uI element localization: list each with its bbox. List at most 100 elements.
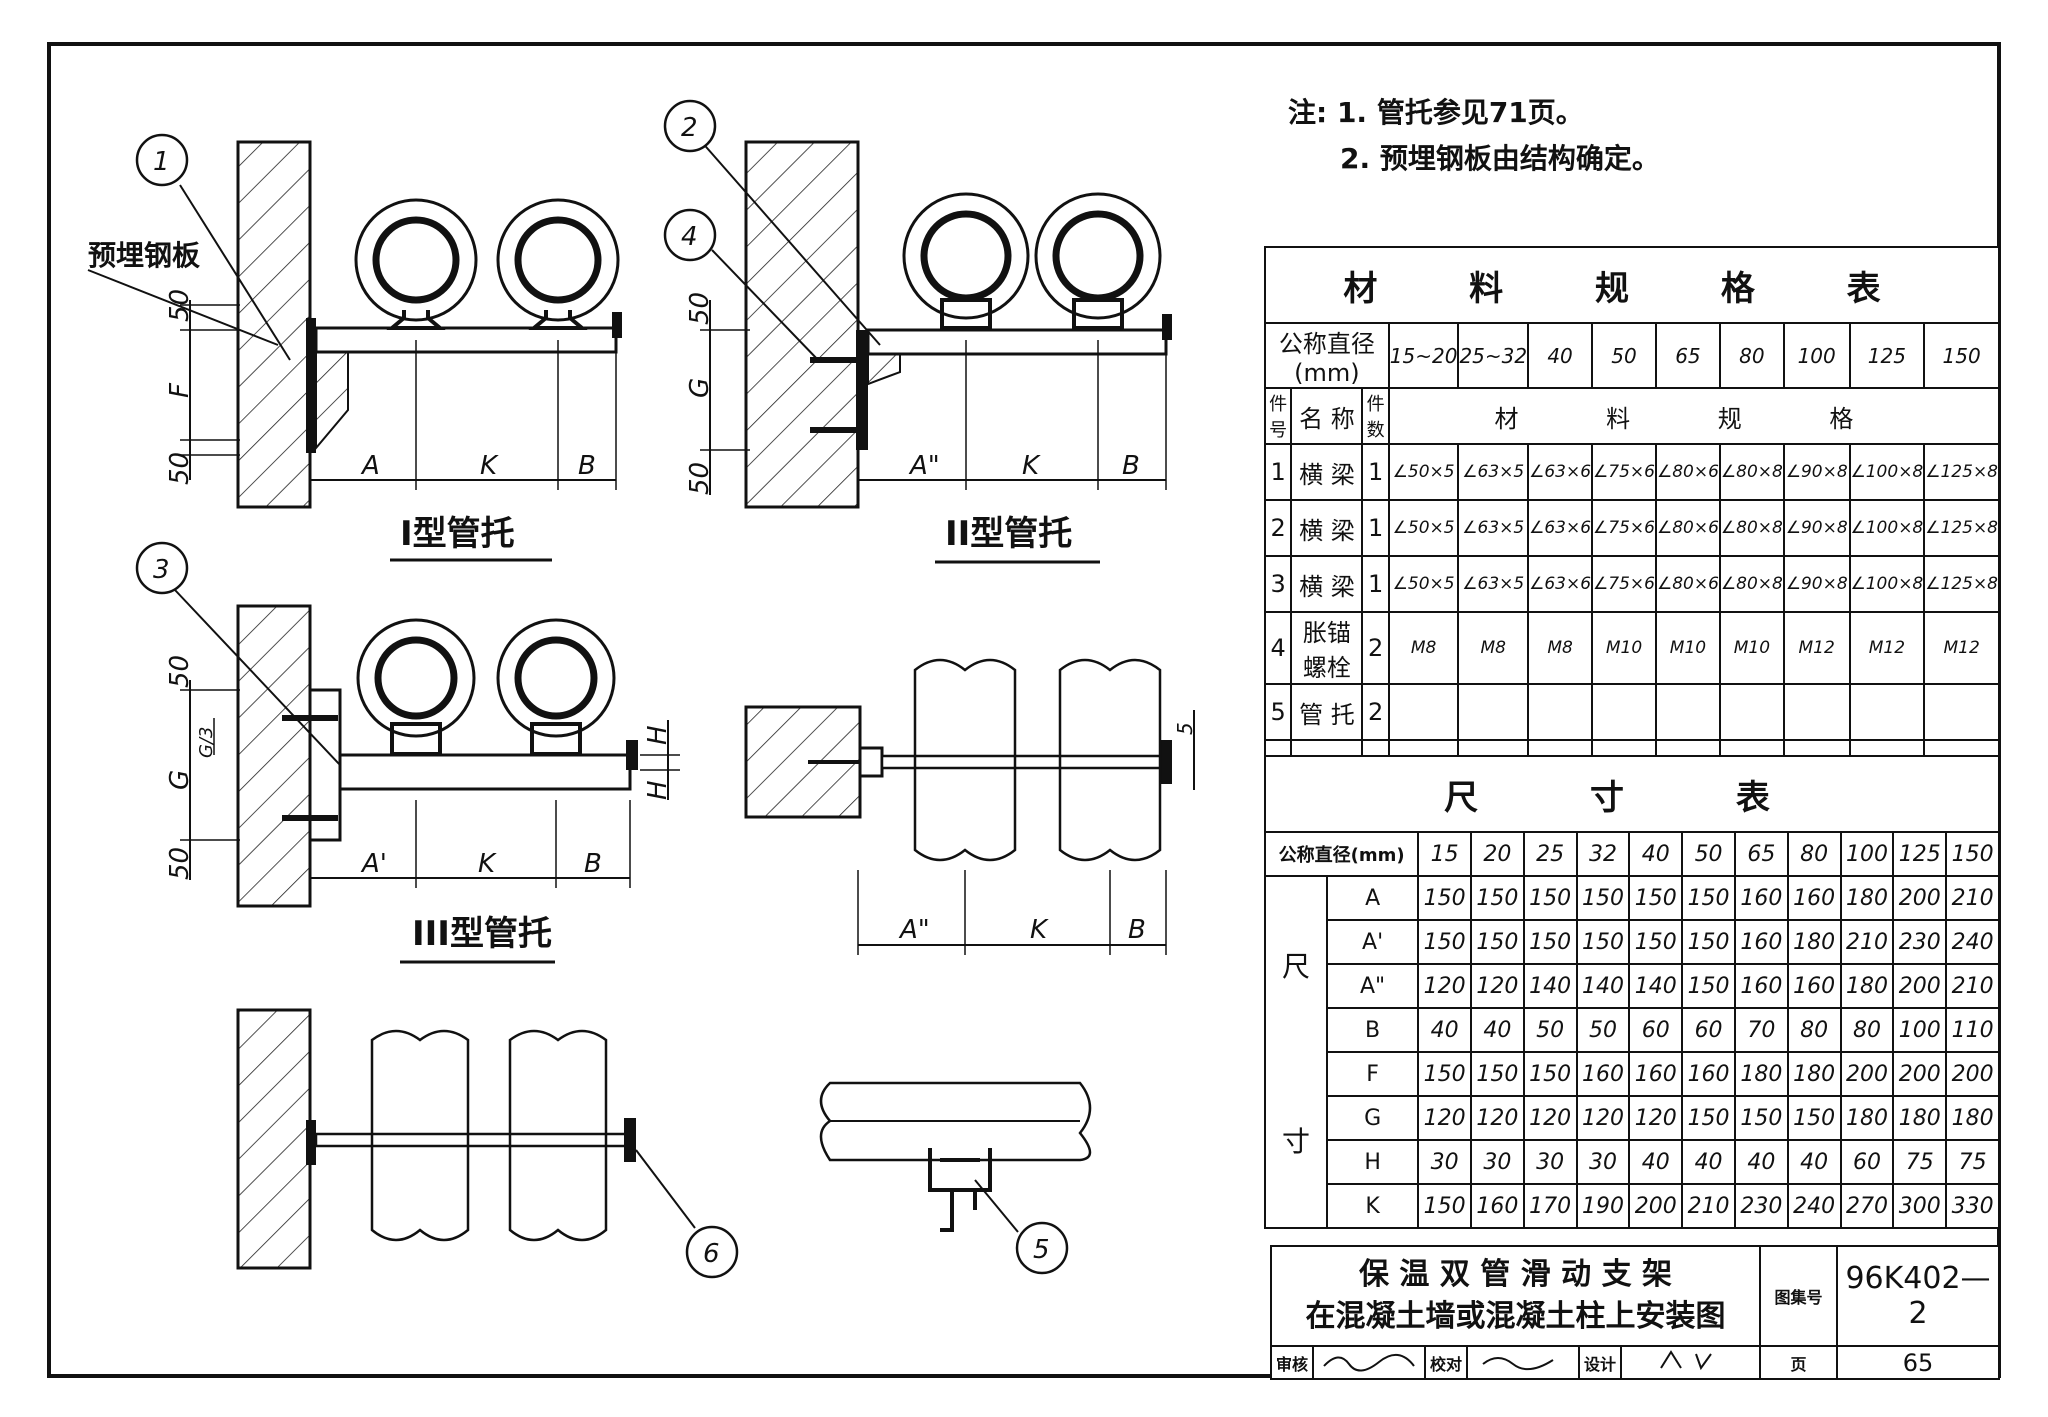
- dimension-value: 150: [1628, 919, 1684, 965]
- dimension-value: 200: [1628, 1183, 1684, 1229]
- end-stop: [1162, 314, 1172, 340]
- dimension-value: 40: [1681, 1139, 1736, 1185]
- dimension-value: 120: [1522, 1095, 1578, 1141]
- dimension-value: 40: [1469, 1007, 1525, 1053]
- dimension-value: 150: [1681, 963, 1736, 1009]
- dimension-value: 150: [1417, 1183, 1472, 1229]
- dimension-value: 200: [1892, 963, 1948, 1009]
- dim-A2: A": [908, 451, 940, 481]
- part-spec: [1654, 683, 1721, 741]
- part-spec: ∠50×5: [1387, 443, 1460, 501]
- part-spec: ∠125×8: [1923, 443, 2000, 501]
- dimension-dn-col: 20: [1469, 831, 1525, 877]
- dimension-value: 160: [1575, 1051, 1631, 1097]
- dimension-value: 150: [1681, 875, 1736, 921]
- dimension-value: 180: [1786, 1051, 1842, 1097]
- part-spec: ∠100×8: [1848, 443, 1926, 501]
- check-label: 校对: [1424, 1345, 1468, 1380]
- dimension-value: 140: [1628, 963, 1684, 1009]
- dimension-value: 210: [1681, 1183, 1736, 1229]
- pipe-insulated-1: [902, 192, 1030, 330]
- dimension-value: 180: [1839, 963, 1895, 1009]
- part-spec: M10: [1591, 611, 1657, 685]
- page-label: 页: [1759, 1345, 1838, 1380]
- dimension-value: 190: [1575, 1183, 1631, 1229]
- part-spec: ∠63×5: [1457, 443, 1530, 501]
- dimension-key: A": [1325, 963, 1420, 1009]
- dimension-value: 30: [1522, 1139, 1578, 1185]
- dimension-value: 150: [1733, 1095, 1789, 1141]
- dimension-value: 60: [1839, 1139, 1895, 1185]
- pipe-insulated-1: [354, 198, 478, 330]
- part-spec: M12: [1923, 611, 2000, 685]
- dimension-value: 30: [1417, 1139, 1472, 1185]
- part-spec: M8: [1527, 611, 1594, 685]
- part-number: 3: [1263, 555, 1293, 613]
- dimension-value: 60: [1681, 1007, 1736, 1053]
- callout-2-text: 2: [681, 113, 698, 143]
- dimension-dn-col: 125: [1892, 831, 1948, 877]
- dimension-value: 160: [1733, 875, 1789, 921]
- part-spec: [1718, 683, 1785, 741]
- atlas-label: 图集号: [1759, 1245, 1838, 1347]
- part-name: 横 梁: [1290, 555, 1364, 613]
- part-spec: ∠90×8: [1782, 555, 1851, 613]
- dimension-value: 75: [1892, 1139, 1948, 1185]
- dimension-value: 40: [1733, 1139, 1789, 1185]
- part-quantity: 1: [1361, 499, 1390, 557]
- drawing-title-line2: 在混凝土墙或混凝土柱上安装图: [1305, 1299, 1726, 1334]
- dimension-value: 200: [1945, 1051, 2000, 1097]
- end-stop-plan: [624, 1118, 636, 1162]
- dimension-dn-col: 25: [1522, 831, 1578, 877]
- dimension-value: 210: [1945, 963, 2000, 1009]
- part-name: 横 梁: [1290, 443, 1364, 501]
- dimension-value: 60: [1628, 1007, 1684, 1053]
- dimension-key: G: [1325, 1095, 1420, 1141]
- dimension-value: 180: [1786, 919, 1842, 965]
- material-dn-col: 80: [1718, 322, 1785, 389]
- note-line-1: 注: 1. 管托参见71页。: [1288, 96, 1584, 129]
- plan-view-type2: A" K B 5: [744, 658, 1197, 955]
- drawing-title-line1: 保 温 双 管 滑 动 支 架: [1358, 1257, 1673, 1292]
- part-spec: ∠75×6: [1591, 499, 1657, 557]
- part-spec: [1923, 683, 2000, 741]
- dimension-value: 230: [1892, 919, 1948, 965]
- dim-B: B: [578, 451, 596, 481]
- dimension-value: 150: [1786, 1095, 1842, 1141]
- part-spec: ∠63×5: [1457, 499, 1530, 557]
- part-quantity: 1: [1361, 443, 1390, 501]
- design-label: 设计: [1578, 1345, 1622, 1380]
- dimension-dn-col: 32: [1575, 831, 1631, 877]
- dimension-value: 100: [1892, 1007, 1948, 1053]
- dim-K: K: [1022, 451, 1041, 481]
- callout-4-text: 4: [681, 222, 698, 252]
- concrete-wall: [236, 140, 312, 509]
- dimension-value: 120: [1417, 1095, 1472, 1141]
- dimension-key: A': [1325, 919, 1420, 965]
- dim-K: K: [478, 849, 497, 879]
- col-name: 名 称: [1290, 387, 1364, 445]
- part-quantity: 2: [1361, 611, 1390, 685]
- title-type1: I型管托: [400, 514, 515, 554]
- dimension-value: 150: [1417, 919, 1472, 965]
- dimension-value: 240: [1945, 919, 2000, 965]
- dimension-value: 70: [1733, 1007, 1789, 1053]
- dim-A: A: [360, 451, 380, 481]
- dimension-value: 120: [1417, 963, 1472, 1009]
- callout-2: [663, 99, 717, 153]
- check-signature: [1466, 1345, 1580, 1380]
- pipe-insulated-2: [496, 618, 616, 756]
- part-spec: ∠80×6: [1654, 443, 1721, 501]
- callout-4: [663, 208, 717, 262]
- dimension-value: 150: [1469, 919, 1525, 965]
- label-embedded-plate: 预埋钢板: [88, 239, 200, 272]
- dimension-value: 140: [1522, 963, 1578, 1009]
